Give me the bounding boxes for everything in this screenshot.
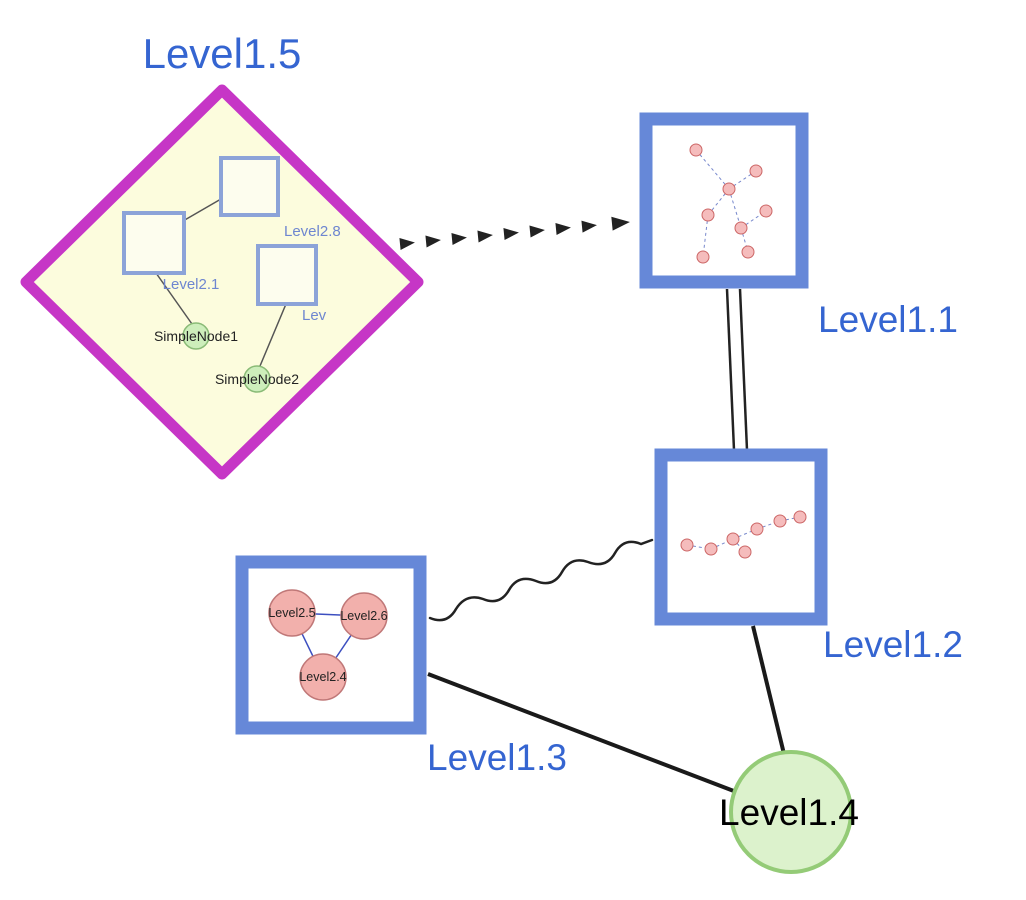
- node-level1-5[interactable]: Level2.8 Level2.1 Lev SimpleNode1 Simple…: [20, 30, 424, 480]
- node-lev-label: Lev: [302, 307, 327, 324]
- node-level1-4-label: Level1.4: [719, 792, 859, 833]
- diamond-shape[interactable]: [20, 84, 424, 480]
- node-level2-4[interactable]: [299, 653, 347, 701]
- node-level1-2[interactable]: Level1.2: [654, 448, 963, 665]
- node-level2-5[interactable]: [268, 589, 316, 637]
- level1-1-mini-nodes: [689, 143, 773, 264]
- edge-level13-level12[interactable]: [428, 538, 654, 622]
- node-simplenode1-label: SimpleNode1: [154, 328, 238, 344]
- node-level1-2-label: Level1.2: [823, 624, 963, 665]
- node-simplenode1[interactable]: [182, 322, 210, 350]
- node-level2-6-label: Level2.6: [340, 609, 387, 623]
- edge-level11-level12[interactable]: [725, 288, 749, 451]
- node-simplenode2-label: SimpleNode2: [215, 371, 299, 387]
- node-level2-1[interactable]: [122, 211, 186, 275]
- node-level1-1[interactable]: Level1.1: [639, 112, 958, 340]
- level1-2-mini-nodes: [680, 510, 807, 559]
- node-level1-1-label: Level1.1: [818, 299, 958, 340]
- level1-2-frame[interactable]: [654, 448, 828, 626]
- node-level2-8-label: Level2.8: [284, 223, 341, 240]
- edge-level12-level14[interactable]: [751, 625, 786, 755]
- node-lev[interactable]: [256, 244, 318, 306]
- level1-1-frame[interactable]: [639, 112, 809, 289]
- node-level1-5-label: Level1.5: [143, 30, 302, 77]
- edge-level13-level14[interactable]: [427, 672, 740, 795]
- edge-level15-level11[interactable]: [399, 215, 630, 250]
- level1-3-frame[interactable]: [235, 555, 427, 735]
- level15-inner-edges: [155, 198, 287, 367]
- node-level2-1-label: Level2.1: [163, 276, 220, 293]
- node-level2-4-label: Level2.4: [299, 670, 346, 684]
- node-level1-4[interactable]: Level1.4: [719, 750, 859, 874]
- node-level2-6[interactable]: [340, 592, 388, 640]
- node-level1-3-label: Level1.3: [427, 737, 567, 778]
- node-simplenode2[interactable]: [243, 365, 271, 393]
- node-level2-5-label: Level2.5: [268, 606, 315, 620]
- level1-4-circle[interactable]: [729, 750, 853, 874]
- node-level2-8[interactable]: [219, 156, 280, 217]
- node-level1-3[interactable]: Level2.5 Level2.6 Level2.4 Level1.3: [235, 555, 567, 778]
